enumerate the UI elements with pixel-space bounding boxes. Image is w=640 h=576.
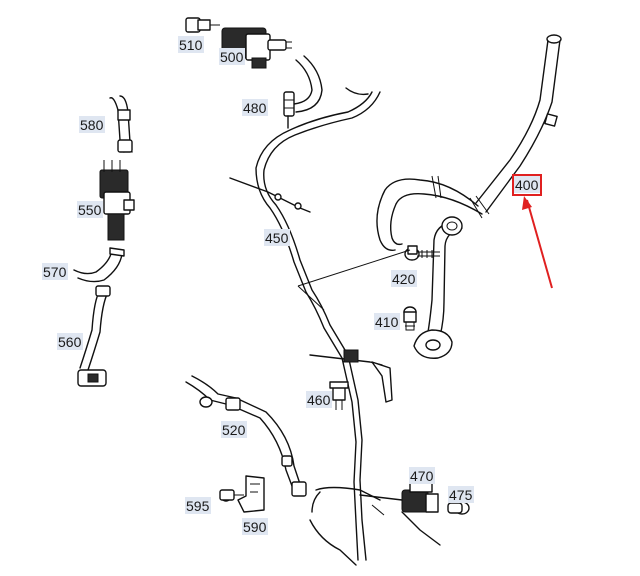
label-470-text: 470	[410, 468, 434, 484]
label-550[interactable]: 550	[77, 201, 103, 218]
label-420[interactable]: 420	[391, 270, 417, 287]
label-420-text: 420	[392, 271, 416, 287]
part-550-drawing	[99, 160, 135, 241]
label-595-text: 595	[186, 498, 210, 514]
part-420-drawing	[404, 245, 440, 261]
label-510[interactable]: 510	[178, 36, 204, 53]
label-520[interactable]: 520	[221, 421, 247, 438]
part-450-drawing	[229, 87, 411, 566]
label-460[interactable]: 460	[306, 391, 332, 408]
label-400-highlighted[interactable]: 400	[512, 174, 542, 196]
label-510-text: 510	[179, 37, 203, 53]
label-475-text: 475	[449, 487, 473, 503]
label-590-text: 590	[243, 519, 267, 535]
highlight-box	[512, 174, 542, 196]
label-410-text: 410	[375, 314, 399, 330]
label-400-text: 400	[515, 177, 539, 193]
label-580[interactable]: 580	[79, 116, 105, 133]
part-520-drawing	[185, 375, 307, 497]
part-400-drawing	[376, 34, 562, 359]
label-480[interactable]: 480	[242, 99, 268, 116]
part-480-drawing	[283, 55, 323, 129]
label-450-text: 450	[265, 230, 289, 246]
label-470[interactable]: 470	[409, 467, 435, 484]
part-460-drawing	[329, 381, 349, 410]
label-410[interactable]: 410	[374, 313, 400, 330]
part-580-drawing	[109, 95, 133, 153]
label-560-text: 560	[58, 334, 82, 350]
highlight-arrow	[522, 196, 553, 289]
label-450[interactable]: 450	[264, 229, 290, 246]
label-560[interactable]: 560	[57, 333, 83, 350]
label-570-text: 570	[43, 264, 67, 280]
part-590-drawing	[237, 475, 265, 513]
label-480-text: 480	[243, 100, 267, 116]
label-520-text: 520	[222, 422, 246, 438]
part-595-drawing	[219, 489, 244, 502]
label-500[interactable]: 500	[219, 48, 245, 65]
part-560-drawing	[77, 285, 111, 387]
label-595[interactable]: 595	[185, 497, 211, 514]
label-570[interactable]: 570	[42, 263, 68, 280]
part-570-drawing	[73, 247, 125, 283]
label-475[interactable]: 475	[448, 486, 474, 503]
label-550-text: 550	[78, 202, 102, 218]
label-580-text: 580	[80, 117, 104, 133]
part-410-drawing	[403, 306, 417, 331]
part-470-drawing	[359, 477, 441, 546]
part-510-drawing	[185, 17, 220, 33]
label-460-text: 460	[307, 392, 331, 408]
part-475-drawing	[447, 501, 470, 515]
label-590[interactable]: 590	[242, 518, 268, 535]
label-500-text: 500	[220, 49, 244, 65]
